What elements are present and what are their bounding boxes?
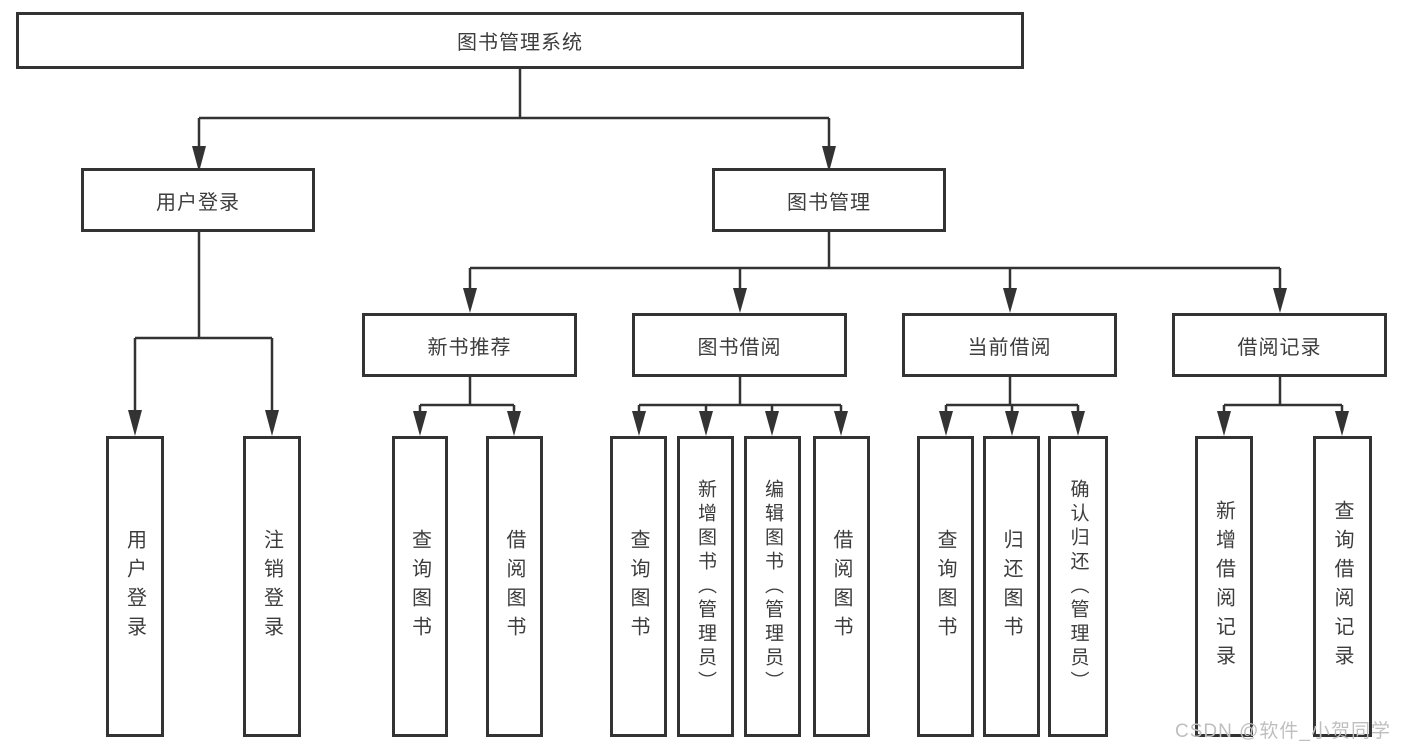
leaf-label: 注销登录: [260, 528, 283, 645]
leaf-user-login: 用户登录: [106, 436, 164, 737]
node-root-system: 图书管理系统: [16, 12, 1024, 69]
connector-root-to-level2: [197, 68, 831, 150]
arrowheads-level3: [463, 288, 1287, 313]
leaf-query-books-1: 查询图书: [392, 436, 448, 737]
leaf-label: 查询图书: [627, 528, 649, 645]
leaf-label: 查询借阅记录: [1331, 499, 1353, 674]
leaf-label: 编辑图书（管理员）: [762, 478, 783, 695]
leaf-label: 用户登录: [123, 528, 146, 645]
node-borrow-records: 借阅记录: [1172, 313, 1387, 377]
connector-book-borrow-branch: [637, 376, 843, 414]
leaf-borrow-books-1: 借阅图书: [486, 436, 543, 737]
arrowheads-new-book: [413, 411, 521, 436]
leaf-query-books-3: 查询图书: [917, 436, 974, 737]
node-label: 图书管理: [787, 191, 871, 214]
arrowheads-borrow-record: [1217, 411, 1349, 436]
node-book-borrow: 图书借阅: [632, 313, 847, 377]
node-user-login: 用户登录: [81, 168, 315, 232]
leaf-logout: 注销登录: [243, 436, 301, 737]
leaf-confirm-return-admin: 确认归还（管理员）: [1048, 436, 1108, 737]
leaf-label: 借阅图书: [830, 528, 852, 645]
connector-user-login-branch: [133, 232, 274, 414]
node-current-borrow: 当前借阅: [902, 313, 1117, 377]
node-new-book-recommend: 新书推荐: [362, 313, 577, 377]
leaf-return-books: 归还图书: [983, 436, 1040, 737]
leaf-label: 新增图书（管理员）: [695, 478, 716, 695]
leaf-query-borrow-record: 查询借阅记录: [1313, 436, 1372, 737]
arrowheads-user-login: [128, 410, 279, 436]
node-label: 借阅记录: [1237, 336, 1322, 359]
leaf-label: 查询图书: [408, 528, 431, 645]
arrowheads-book-borrow: [632, 411, 848, 436]
leaf-borrow-books-2: 借阅图书: [813, 436, 870, 737]
leaf-label: 新增借阅记录: [1212, 499, 1235, 674]
leaf-label: 确认归还（管理员）: [1067, 478, 1089, 695]
leaf-add-borrow-record: 新增借阅记录: [1195, 436, 1253, 737]
connector-book-mgmt-branch: [468, 232, 1282, 290]
leaf-label: 查询图书: [934, 528, 956, 645]
node-label: 图书管理系统: [457, 32, 583, 54]
node-label: 用户登录: [156, 191, 240, 214]
connector-current-borrow-branch: [944, 376, 1080, 414]
leaf-label: 借阅图书: [503, 528, 525, 645]
node-book-management: 图书管理: [712, 168, 946, 232]
leaf-label: 归还图书: [1000, 528, 1022, 645]
node-label: 图书借阅: [697, 336, 782, 359]
leaf-edit-books-admin: 编辑图书（管理员）: [744, 436, 801, 737]
arrowheads-current-borrow: [939, 411, 1085, 436]
node-label: 当前借阅: [967, 336, 1052, 359]
node-label: 新书推荐: [427, 336, 512, 359]
connector-borrow-record-branch: [1222, 376, 1344, 414]
leaf-query-books-2: 查询图书: [610, 436, 667, 737]
leaf-add-books-admin: 新增图书（管理员）: [677, 436, 734, 737]
connector-new-book-branch: [418, 376, 516, 414]
arrowheads-level2: [192, 146, 836, 172]
